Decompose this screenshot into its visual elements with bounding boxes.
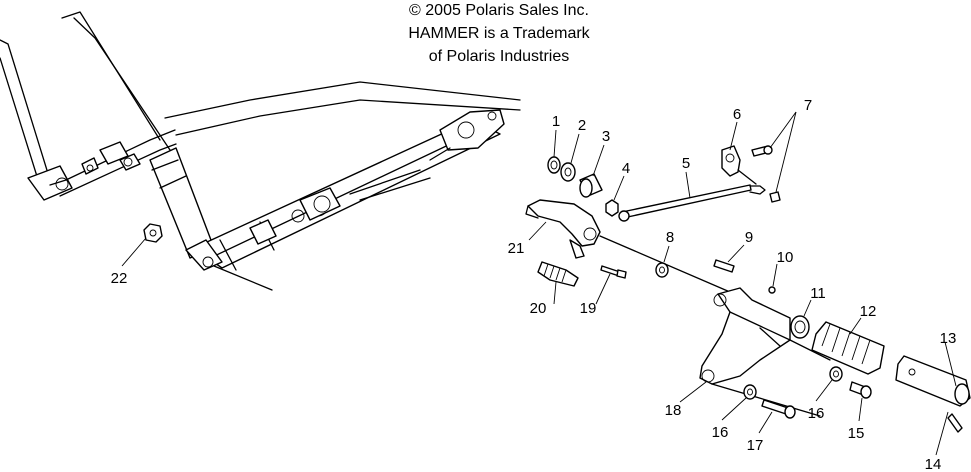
callout-11: 11 [810,285,826,302]
callout-9: 9 [745,229,753,246]
frame-assembly [0,11,521,291]
part-6-rod-end [721,145,757,185]
callout-22: 22 [111,270,128,287]
callout-1: 1 [552,113,560,130]
leader-lines [121,111,957,456]
callout-18: 18 [665,402,682,419]
callout-13: 13 [940,330,957,347]
part-7-bolts [751,145,781,203]
part-3-bushing [579,173,603,198]
callout-12: 12 [860,303,877,320]
part-19-bolt [600,265,627,279]
part-2-washer [560,162,576,182]
callout-17: 17 [747,437,764,454]
callout-5: 5 [682,155,690,172]
part-13-peg [895,355,971,407]
callout-16-left: 16 [712,424,729,441]
part-20-spring [537,261,579,287]
part-17-bolt [761,399,796,419]
part-15-bolt [849,381,872,399]
callout-numbers: 1 2 3 4 5 6 7 8 9 10 11 12 13 14 15 16 1… [111,97,957,472]
part-9-pin [713,259,735,273]
callout-7: 7 [804,97,812,114]
copyright-caption: © 2005 Polaris Sales Inc. HAMMER is a Tr… [408,2,590,65]
part-10-pin [768,286,776,294]
caption-line-3: of Polaris Industries [429,48,570,65]
part-12-grip [811,321,885,375]
callout-3: 3 [602,128,610,145]
part-14-cotter [947,413,963,433]
callout-6: 6 [733,106,741,123]
part-1-clip [547,156,561,174]
callout-4: 4 [622,160,630,177]
part-11-oring [790,315,810,339]
callout-8: 8 [666,229,674,246]
callout-19: 19 [580,300,597,317]
part-16-washers [743,366,843,400]
callout-2: 2 [578,117,586,134]
part-8-washer [655,262,669,278]
callout-21: 21 [508,240,525,257]
part-22-nut [143,223,163,243]
part-21-shift-lever [525,199,731,293]
caption-line-2: HAMMER is a Trademark [408,25,590,42]
caption-line-1: © 2005 Polaris Sales Inc. [409,2,589,19]
callout-15: 15 [848,425,865,442]
callout-20: 20 [530,300,547,317]
callout-10: 10 [777,249,794,266]
callout-16-right: 16 [808,405,825,422]
part-4-nut [605,199,619,217]
callout-14: 14 [925,456,942,472]
part-18-shift-arm [699,287,831,417]
part-5-shift-rod [618,184,766,222]
